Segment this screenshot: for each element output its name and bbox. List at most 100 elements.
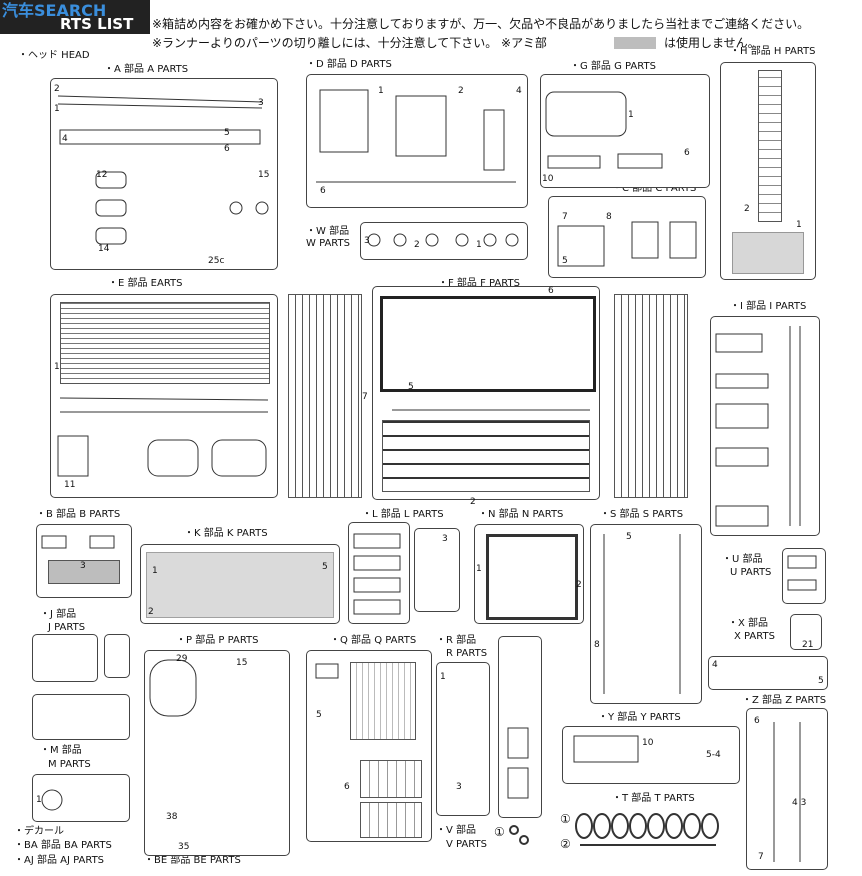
label-n-parts: ・N 部品 N PARTS [478,509,564,520]
b-part-2 [41,535,67,549]
w-wheel-2 [393,233,407,247]
circled-one-v: ① [494,825,505,839]
label-j-parts: J PARTS [48,622,86,633]
label-decal: ・デカール [14,826,64,837]
label-head: ・ヘッド HEAD [18,50,90,61]
f-rail-panel [382,420,590,492]
num-p-35: 35 [178,842,190,852]
num-d-4: 4 [516,86,522,96]
r-part-2 [507,727,529,759]
num-z-6: 6 [754,716,760,726]
num-x-5: 5 [818,676,824,686]
i-part-4 [715,373,769,389]
label-r-parts-jp: ・R 部品 [436,635,477,646]
i-part-7 [715,447,769,467]
label-h-parts: ・H 部品 H PARTS [730,46,816,57]
num-n-2: 2 [576,580,582,590]
runner-u [782,548,826,604]
runner-i [710,316,820,536]
l-part-4 [353,599,401,615]
l-part-1 [353,533,401,549]
num-e-11: 11 [64,480,76,490]
t-tire-7 [683,813,701,839]
num-f-5: 5 [408,382,414,392]
num-a-15: 15 [258,170,270,180]
c-part-1 [669,221,697,259]
num-g-1: 1 [628,110,634,120]
num-p-38: 38 [166,812,178,822]
runner-j [32,634,98,682]
t-tire-3 [611,813,629,839]
q-panel [350,662,416,740]
num-d-6: 6 [320,186,326,196]
label-v-parts-jp: ・V 部品 [436,825,477,836]
e-part-4 [211,439,267,477]
label-s-parts: ・S 部品 S PARTS [600,509,684,520]
label-t-parts: ・T 部品 T PARTS [612,793,695,804]
a-seat-2 [95,199,127,217]
num-y-5-4: 5-4 [706,750,721,760]
num-c-5: 5 [562,256,568,266]
l-part-2 [353,555,401,571]
num-r-3: 3 [456,782,462,792]
num-y-10: 10 [642,738,654,748]
label-q-parts: ・Q 部品 Q PARTS [330,635,417,646]
num-x-21: 21 [802,640,814,650]
label-x-parts: X PARTS [734,631,775,642]
a-rail-2 [57,103,263,109]
runner-w [360,222,528,260]
label-j-parts-jp: ・J 部品 [40,609,77,620]
g-part-1 [545,91,627,137]
t-tire-4 [629,813,647,839]
watermark-logo: 汽车SEARCH [2,1,107,20]
t-tire-6 [665,813,683,839]
runner-m [32,774,130,822]
label-g-parts: ・G 部品 G PARTS [570,61,656,72]
label-c-parts: ・C 部品 C PARTS [612,183,697,194]
m-part-1 [41,789,63,811]
num-a-4: 4 [62,134,68,144]
g-part-5 [617,153,663,169]
i-part-10 [715,505,769,527]
label-k-parts: ・K 部品 K PARTS [184,528,268,539]
circled-two-t: ② [560,837,571,851]
num-a-3: 3 [258,98,264,108]
l-part-3 [353,577,401,593]
num-b-3: 3 [80,561,86,571]
num-c-7: 7 [562,212,568,222]
label-x-parts-jp: ・X 部品 [728,618,769,629]
num-a-6: 6 [224,144,230,154]
num-a-5: 5 [224,128,230,138]
label-a-parts: ・A 部品 A PARTS [104,64,189,75]
label-w-parts-jp: ・W 部品 [306,226,350,237]
a-seat-3 [95,227,127,245]
e-rail-2 [59,397,269,401]
num-e-1: 1 [54,362,60,372]
a-wheel-2 [255,201,269,215]
num-f-7: 7 [362,392,368,402]
num-d-1: 1 [378,86,384,96]
runner-s [590,524,702,704]
num-h-1: 1 [796,220,802,230]
r-part-3 [507,767,529,799]
label-ba-parts: ・BA 部品 BA PARTS [14,840,112,851]
num-w-3: 3 [364,236,370,246]
u-part-5 [787,579,817,591]
label-u-parts: U PARTS [730,567,772,578]
mesh-swatch [614,37,656,49]
w-wheel-4 [455,233,469,247]
runner-j3 [32,694,130,740]
e-part-6 [147,439,199,477]
a-rail-1 [57,95,263,103]
i-part-1 [715,333,763,353]
b-part-1 [89,535,115,549]
q-part-4 [315,663,339,679]
label-be-parts: ・BE 部品 BE PARTS [144,855,241,866]
num-q-6: 6 [344,782,350,792]
note-line-2a: ※ランナーよりのパーツの切り離しには、十分注意して下さい。 ※アミ部 [152,36,547,50]
num-k-2: 2 [148,607,154,617]
i-part-5 [715,403,769,429]
b-grille [48,560,120,584]
a-wheel-1 [229,201,243,215]
